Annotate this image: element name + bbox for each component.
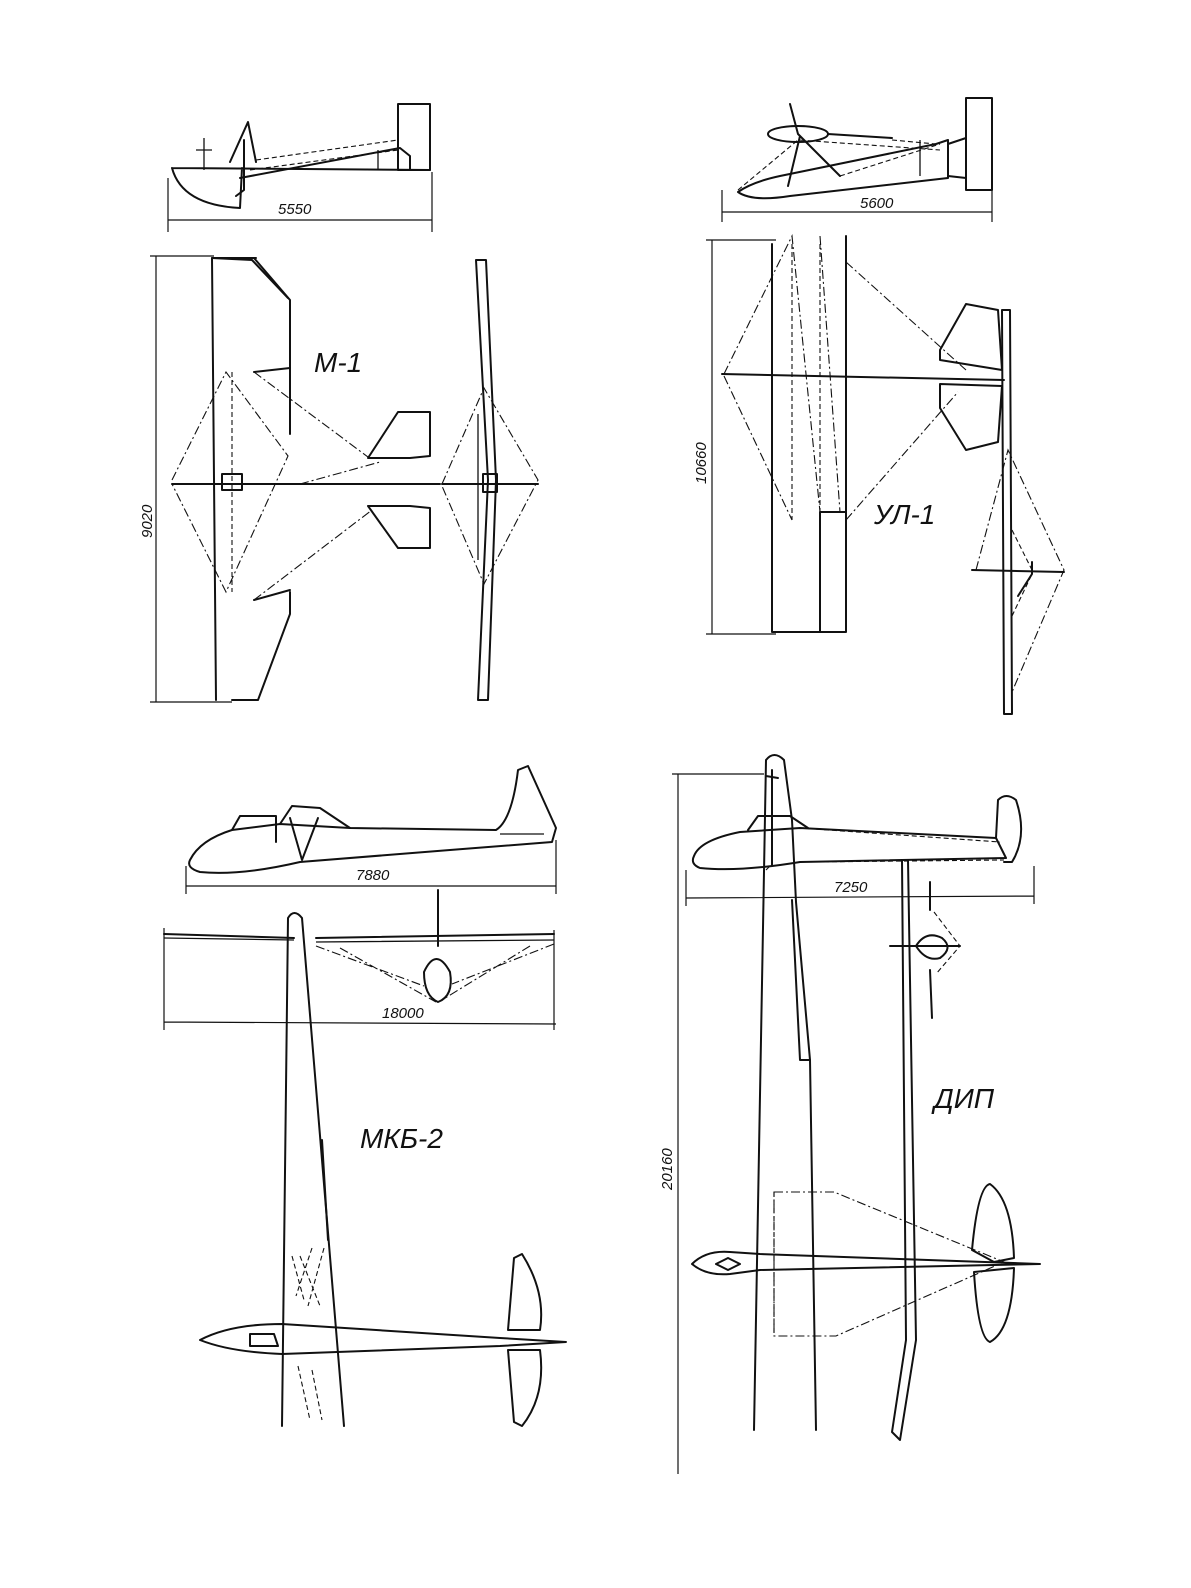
glider-mkb2: 7880 18000 МКБ-2 xyxy=(163,765,567,1427)
ul1-plan-view xyxy=(721,234,1005,633)
ul1-length-label: 5600 xyxy=(860,195,894,212)
m1-side-view xyxy=(171,103,431,209)
mkb2-length-dimension: 7880 xyxy=(185,840,557,894)
ul1-span-label: 10660 xyxy=(693,442,710,484)
mkb2-name-label: МКБ-2 xyxy=(360,1123,443,1154)
mkb2-front-view xyxy=(163,889,555,1003)
m1-span-label: 9020 xyxy=(139,504,156,538)
mkb2-length-label: 7880 xyxy=(356,867,390,884)
m1-length-label: 5550 xyxy=(278,201,312,218)
ul1-front-view xyxy=(971,309,1065,715)
glider-ul1: 5600 10660 УЛ-1 xyxy=(693,97,1065,715)
mkb2-side-view xyxy=(188,765,557,874)
mkb2-span-dimension: 18000 xyxy=(163,928,557,1030)
m1-front-view xyxy=(441,259,539,701)
m1-name-label: М-1 xyxy=(314,347,362,378)
dip-length-dimension: 7250 xyxy=(685,866,1035,906)
dip-front-view xyxy=(889,859,961,1441)
m1-span-dimension: 9020 xyxy=(139,255,232,703)
dip-span-dimension: 20160 xyxy=(659,773,764,1474)
dip-name-label: ДИП xyxy=(931,1083,995,1114)
glider-m1: 5550 9020 М-1 xyxy=(139,103,539,703)
ul1-side-view xyxy=(737,97,993,200)
mkb2-plan-view xyxy=(199,912,567,1427)
m1-length-dimension: 5550 xyxy=(167,172,433,232)
glider-dip: 7250 20160 ДИП xyxy=(659,754,1041,1474)
ul1-length-dimension: 5600 xyxy=(721,190,993,222)
ul1-name-label: УЛ-1 xyxy=(873,499,935,530)
dip-plan-view xyxy=(691,754,1041,1431)
m1-plan-view xyxy=(171,257,441,701)
dip-length-label: 7250 xyxy=(834,879,868,896)
ul1-span-dimension: 10660 xyxy=(693,239,776,635)
mkb2-span-label: 18000 xyxy=(382,1005,424,1022)
dip-side-view xyxy=(691,769,1023,871)
dip-span-label: 20160 xyxy=(659,1148,676,1191)
